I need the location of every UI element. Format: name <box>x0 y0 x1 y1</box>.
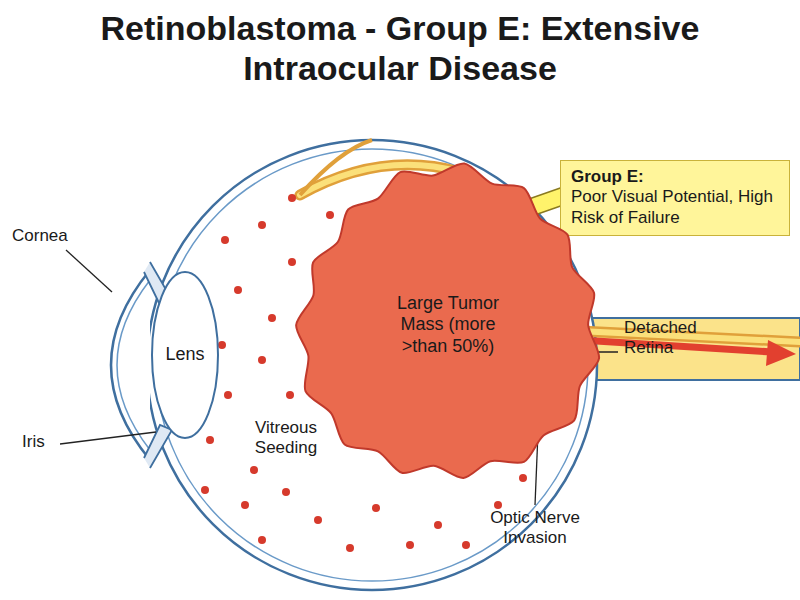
seeding-dot <box>434 521 442 529</box>
seeding-dot <box>462 541 470 549</box>
seeding-dot <box>314 516 322 524</box>
seeding-dot <box>288 258 296 266</box>
callout-box: Group E:Poor Visual Potential, High Risk… <box>560 160 790 236</box>
seeding-dot <box>268 314 276 322</box>
seeding-dot <box>224 391 232 399</box>
seeding-dot <box>258 536 266 544</box>
part-label: Iris <box>22 432 62 452</box>
lens-label: Lens <box>155 344 215 366</box>
seeding-dot <box>206 436 214 444</box>
seeding-dot <box>346 544 354 552</box>
seeding-dot <box>282 488 290 496</box>
callout-body: Poor Visual Potential, High Risk of Fail… <box>571 187 779 228</box>
seeding-dot <box>406 541 414 549</box>
seeding-dot <box>326 211 334 219</box>
seeding-dot <box>241 501 249 509</box>
lens: Lens <box>150 270 220 440</box>
seeding-dot <box>519 474 527 482</box>
seeding-dot <box>258 356 266 364</box>
seeding-dot <box>234 286 242 294</box>
seeding-dot <box>250 466 258 474</box>
seeding-dot <box>372 504 380 512</box>
cornea-outer <box>111 270 150 460</box>
part-label: Vitreous Seeding <box>236 418 336 459</box>
tumor-label: Large Tumor Mass (more >than 50%) <box>383 293 513 358</box>
seeding-dot <box>218 341 226 349</box>
leader-line <box>60 432 156 444</box>
invasion-arrowhead <box>766 340 796 366</box>
part-label: Optic Nerve Invasion <box>470 508 600 549</box>
part-label: Detached Retina <box>624 318 724 359</box>
tumor-mass: Large Tumor Mass (more >than 50%) <box>288 160 608 490</box>
iris-lower <box>144 425 172 468</box>
diagram-title: Retinoblastoma - Group E: Extensive Intr… <box>100 8 700 88</box>
seeding-dot <box>221 236 229 244</box>
tumor-outline <box>296 163 599 478</box>
callout-heading: Group E: <box>571 167 779 187</box>
seeding-dot <box>288 194 296 202</box>
seeding-dot <box>494 501 502 509</box>
lens-outline <box>152 272 218 438</box>
part-label: Cornea <box>12 226 92 246</box>
seeding-dot <box>201 486 209 494</box>
seeding-dot <box>258 221 266 229</box>
retina-attachment <box>300 140 372 195</box>
cornea-inner <box>117 280 150 450</box>
leader-line <box>66 250 112 292</box>
seeding-dot <box>286 391 294 399</box>
